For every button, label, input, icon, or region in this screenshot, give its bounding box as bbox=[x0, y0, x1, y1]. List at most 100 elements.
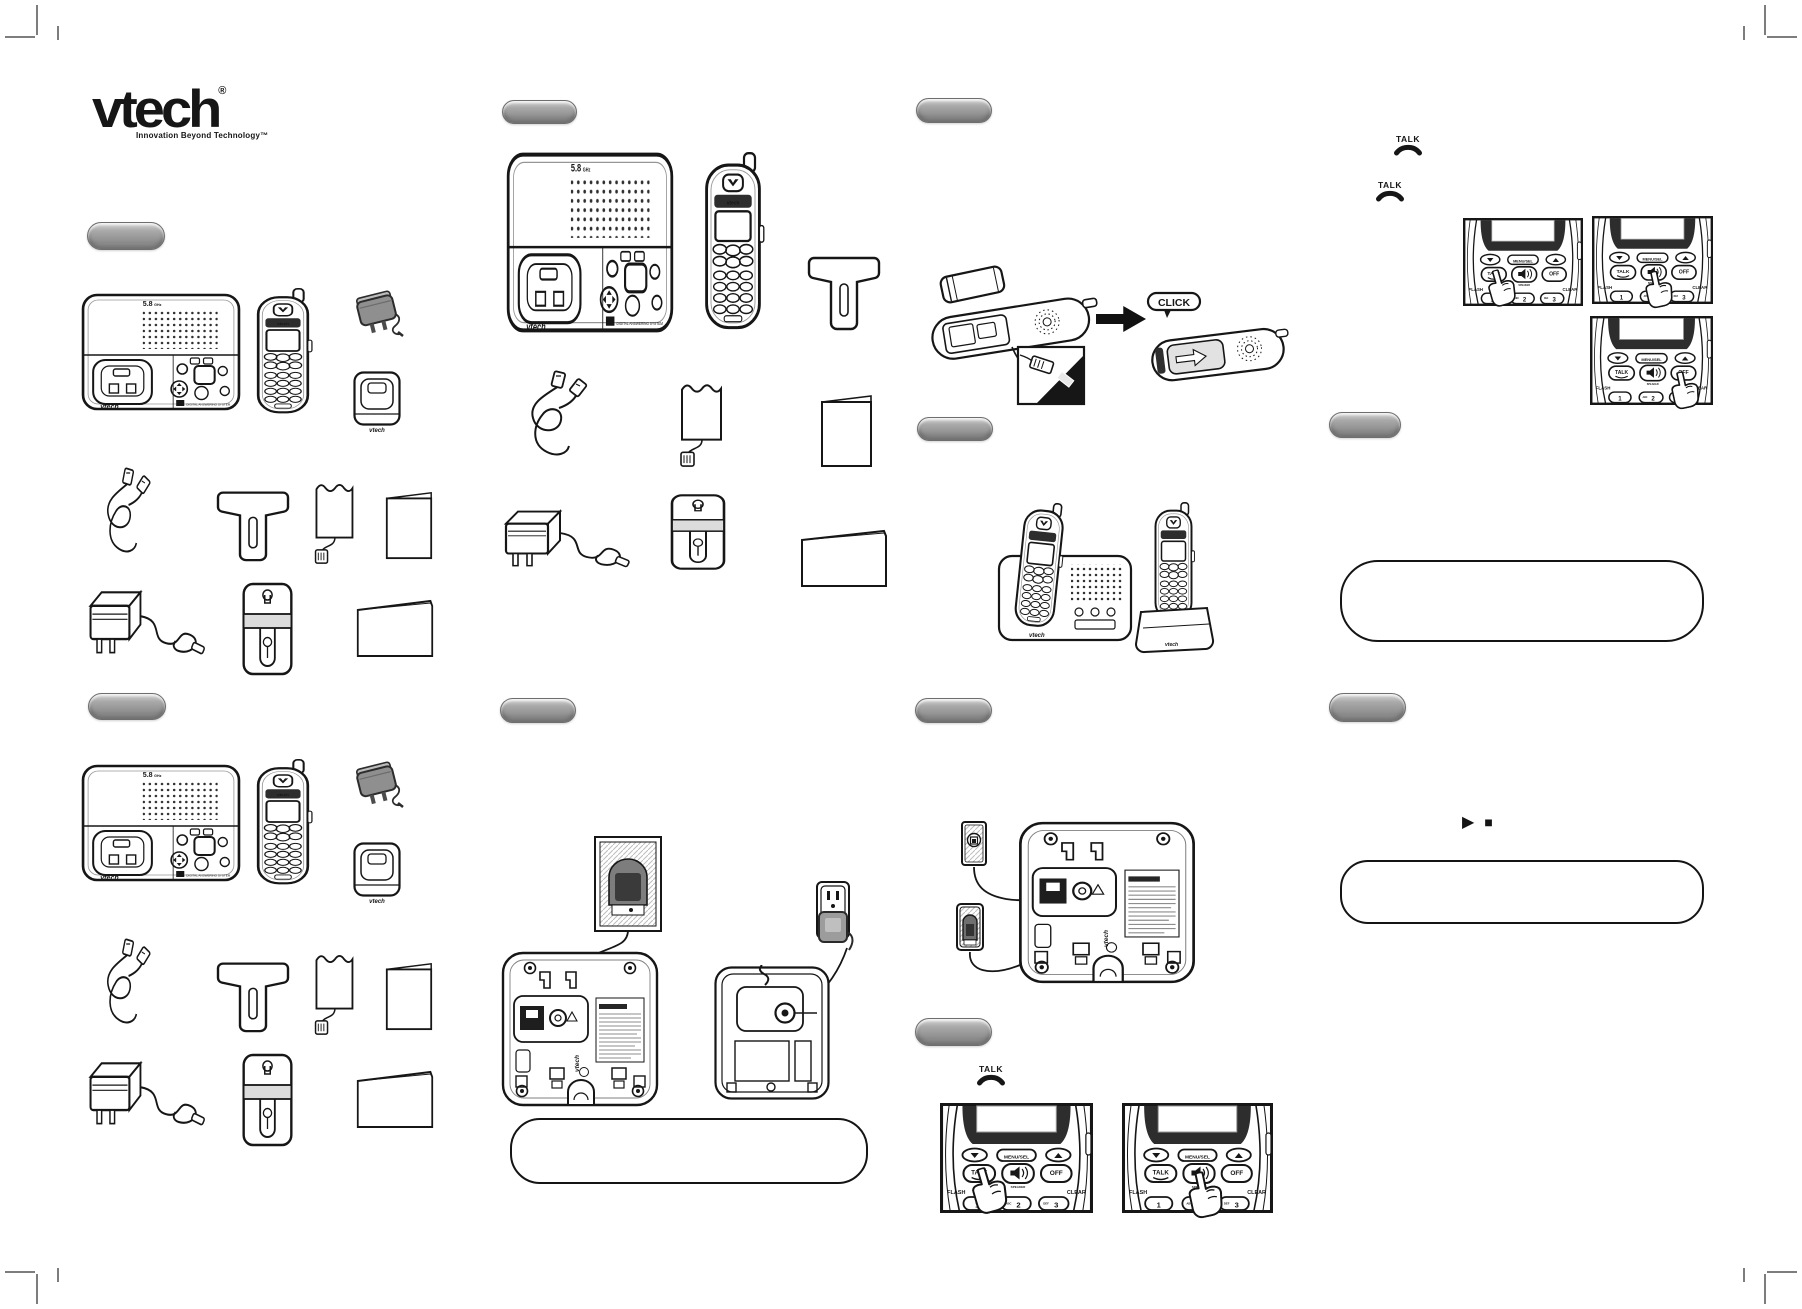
brand-label: vtech bbox=[1165, 642, 1178, 648]
key-3-letters: DEF bbox=[1674, 296, 1679, 298]
speaker-icon bbox=[1646, 367, 1654, 378]
phone-jack-figure bbox=[961, 821, 987, 866]
keypad-closeup-press-speaker: MENU/SEL TALK SPEAKER OFF FLASH CLEAR 1 … bbox=[1122, 1103, 1273, 1220]
off-key bbox=[1671, 264, 1697, 280]
brand-label: vtech bbox=[526, 321, 546, 333]
second-handset-figure bbox=[1154, 502, 1196, 620]
keypad-closeup-press-speaker: MENU/SEL TALK SPEAKER OFF FLASH CLEAR 1 … bbox=[1592, 216, 1713, 310]
talk-key-label: TALK bbox=[1617, 269, 1630, 275]
base-hookup-diagram: vtech bbox=[501, 836, 854, 1107]
right-arrow-icon bbox=[1096, 306, 1146, 332]
callout-box bbox=[1340, 860, 1704, 924]
answering-system-label: DIGITAL ANSWERING SYSTEM bbox=[186, 874, 230, 878]
power-outlet-figure bbox=[956, 903, 984, 951]
ac-adapter-small-figure bbox=[353, 760, 404, 809]
registered-mark: ® bbox=[218, 85, 227, 97]
cordless-handset-figure: vtech bbox=[705, 152, 766, 330]
talk-key bbox=[1608, 365, 1636, 381]
menu-sel-key bbox=[1635, 352, 1668, 364]
off-key-label: OFF bbox=[1230, 1170, 1243, 1177]
crop-mark bbox=[36, 1274, 38, 1304]
logo-tagline: Innovation Beyond Technology™ bbox=[136, 131, 269, 141]
closed-handset-figure bbox=[1151, 327, 1289, 382]
lcd-frame bbox=[962, 1106, 1071, 1144]
menu-sel-key-label: MENU/SEL bbox=[1643, 257, 1664, 261]
keypad-closeup-press-talk: MENU/SEL TALK SPEAKER OFF FLASH CLEAR 1 … bbox=[940, 1103, 1093, 1217]
up-arrow-icon bbox=[1681, 356, 1689, 361]
clear-label: CLEAR bbox=[1067, 1190, 1086, 1196]
clear-label: CLEAR bbox=[1692, 386, 1708, 391]
brand-label: vtech bbox=[1103, 930, 1110, 947]
charger-cradle-figure: vtech bbox=[353, 371, 401, 434]
off-key-label: OFF bbox=[1050, 1170, 1063, 1177]
quick-start-guide-figure bbox=[356, 600, 434, 657]
ac-adapter-cord-figure bbox=[89, 591, 206, 656]
brand-label: vtech bbox=[100, 875, 118, 882]
flash-label: FLASH bbox=[947, 1190, 965, 1196]
callout-box bbox=[1340, 560, 1704, 642]
key-3-letters: DEF bbox=[1043, 1202, 1049, 1206]
menu-sel-key-label: MENU/SEL bbox=[1513, 259, 1533, 263]
handset-arc-icon bbox=[977, 1074, 1005, 1086]
off-key-label: OFF bbox=[1549, 272, 1559, 278]
crop-mark bbox=[1743, 26, 1745, 40]
battery-pack-figure bbox=[314, 483, 354, 565]
charger-cradle-figure: vtech bbox=[353, 842, 401, 905]
up-arrow-icon bbox=[1682, 256, 1689, 260]
vtech-wordmark: vtech bbox=[92, 78, 222, 139]
key-3-letters: DEF bbox=[1544, 298, 1549, 300]
talk-indicator: TALK bbox=[1373, 180, 1407, 202]
telephone-line-cord-figure bbox=[106, 937, 152, 1024]
key-3-label: 3 bbox=[1553, 298, 1557, 304]
talk-key bbox=[1144, 1164, 1178, 1183]
handset-keypad-closeup: MENU/SEL TALK SPEAKER OFF FLASH CLEAR 1 … bbox=[1590, 316, 1713, 411]
section-badge bbox=[500, 698, 576, 723]
open-handset-figure bbox=[931, 297, 1098, 360]
callout-box bbox=[510, 1118, 868, 1184]
clear-label: CLEAR bbox=[1247, 1190, 1266, 1196]
crop-mark bbox=[36, 5, 38, 35]
belt-clip-figure bbox=[242, 582, 293, 676]
talk-label: TALK bbox=[1377, 180, 1403, 190]
answering-system-label: DIGITAL ANSWERING SYSTEM bbox=[186, 403, 230, 407]
menu-sel-key-label: MENU/SEL bbox=[1004, 1154, 1029, 1160]
handset-arc-icon bbox=[1376, 190, 1404, 202]
lcd-screen bbox=[976, 1105, 1057, 1133]
speaker-key-label: SPEAKER bbox=[1518, 284, 1530, 287]
cordless-handset-figure: vtech bbox=[256, 288, 314, 414]
key-2 bbox=[1638, 391, 1664, 404]
lcd-frame bbox=[1609, 218, 1696, 249]
charger-underside-figure bbox=[714, 965, 830, 1100]
up-arrow-icon bbox=[1234, 1153, 1243, 1158]
wall-mount-bracket-figure bbox=[216, 491, 290, 562]
stop-icon: ■ bbox=[1484, 814, 1493, 830]
lcd-frame bbox=[1608, 318, 1695, 350]
base-underside-figure bbox=[1019, 821, 1195, 984]
key-1-label: 1 bbox=[1618, 396, 1622, 403]
battery-installation-diagram: "CLICK" CLICK bbox=[931, 265, 1289, 406]
click-bubble-label: CLICK bbox=[1158, 297, 1190, 309]
ac-adapter-small-figure bbox=[353, 289, 404, 338]
lcd-frame bbox=[1144, 1106, 1251, 1144]
key-3 bbox=[1539, 292, 1565, 305]
speaker-key-label: SPEAKER bbox=[1011, 1185, 1027, 1189]
keypad-closeup-press-talk: MENU/SEL TALK SPEAKER OFF FLASH CLEAR 1 … bbox=[1463, 218, 1583, 309]
talk-label: TALK bbox=[1395, 134, 1421, 144]
key-2-letters: ABC bbox=[1005, 1202, 1011, 1206]
lcd-screen bbox=[1491, 220, 1555, 242]
menu-sel-key bbox=[996, 1148, 1037, 1162]
section-badge bbox=[915, 698, 992, 723]
menu-sel-key-label: MENU/SEL bbox=[1641, 357, 1662, 362]
section-badge bbox=[915, 1018, 992, 1046]
talk-key-label: TALK bbox=[1615, 370, 1629, 376]
speaker-icon bbox=[1518, 268, 1526, 280]
handset-keypad-closeup: MENU/SEL TALK SPEAKER OFF FLASH CLEAR 1 … bbox=[1592, 216, 1713, 310]
key-3-letters: DEF bbox=[1224, 1202, 1230, 1206]
crop-mark bbox=[1767, 1271, 1797, 1273]
